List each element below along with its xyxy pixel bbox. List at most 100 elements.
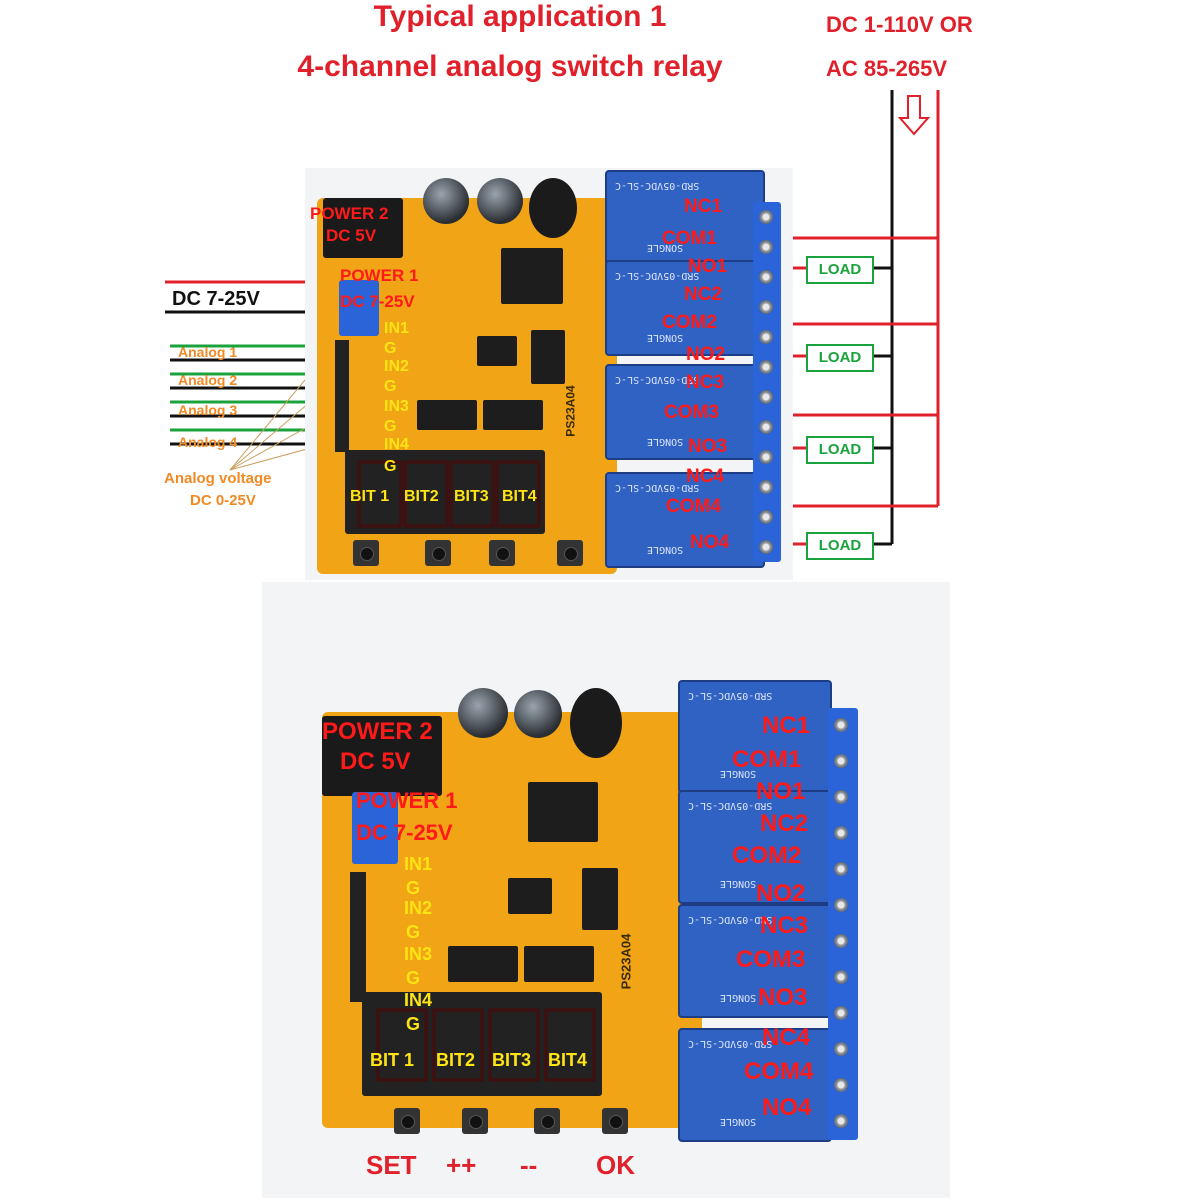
relay-3: SRD-05VDC-SL-C SONGLE [678,904,832,1018]
plus-button[interactable] [462,1108,488,1134]
bit-label: BIT2 [436,1050,476,1070]
supply-label-2: AC 85-265V [826,56,948,81]
terminal-label: NC1 [762,712,811,739]
terminal-label: NC3 [686,372,725,393]
plus-button[interactable] [425,540,451,566]
relay-brand: SONGLE [647,436,684,447]
power1-label: POWER 1 [340,266,419,285]
pin-label: IN2 [384,358,409,375]
ok-button[interactable] [602,1108,628,1134]
analog-label-4: Analog 4 [178,434,238,450]
set-button[interactable] [394,1108,420,1134]
power2-label: POWER 2 [310,204,389,223]
analog-label-3: Analog 3 [178,402,238,418]
power1-terminal [352,792,398,864]
minus-button[interactable] [534,1108,560,1134]
pin-label: IN3 [404,944,433,964]
input-header [335,340,349,452]
capacitor [477,178,523,224]
capacitor [423,178,469,224]
bit-label: BIT2 [404,488,439,505]
ic-chip [448,946,518,982]
terminal-label: COM2 [662,312,717,333]
relay-print: SRD-05VDC-SL-C [688,690,773,701]
terminal-label: NC1 [684,196,723,217]
relay-1: SRD-05VDC-SL-C SONGLE [678,680,832,794]
power1-voltage: DC 7-25V [356,820,453,845]
pin-label: IN4 [404,990,433,1010]
load-box-2: LOAD [806,344,874,372]
pin-label: IN4 [384,436,409,453]
bit-label: BIT 1 [370,1050,415,1070]
button-label-minus: -- [520,1150,538,1180]
top-board-photo: PS23A04 SRD-05VDC-SL-C SONGLE SRD-05VDC-… [305,168,793,580]
minus-button[interactable] [489,540,515,566]
title-line-1: Typical application 1 [373,0,667,33]
down-arrow-icon [897,95,931,136]
inductor [529,178,577,238]
power-jack [322,716,442,796]
bottom-board-photo: PS23A04 SRD-05VDC-SL-C SONGLE SRD-05VDC-… [262,582,950,1198]
regulator-chip [501,248,563,304]
terminal-label: COM1 [662,228,717,249]
terminal-label: COM2 [732,842,802,869]
power-jack [323,198,403,258]
power1-voltage: DC 7-25V [340,292,415,311]
set-button[interactable] [353,540,379,566]
terminal-label: COM4 [666,496,721,517]
pin-label: G [384,378,397,395]
power2-voltage: DC 5V [326,226,377,245]
pin-label: G [406,968,421,988]
terminal-label: NO2 [756,880,806,907]
board-model: PS23A04 [618,933,634,990]
terminal-label: NO2 [686,344,726,365]
analog-label-2: Analog 2 [178,372,238,388]
relay-4: SRD-05VDC-SL-C SONGLE [678,1028,832,1142]
terminal-label: COM3 [664,402,719,423]
analog-note-2: DC 0-25V [190,492,256,509]
pin-label: IN1 [404,854,433,874]
relay-1: SRD-05VDC-SL-C SONGLE [605,170,765,266]
bit-label: BIT4 [548,1050,588,1070]
terminal-label: NC4 [686,466,725,487]
terminal-label: NC3 [760,912,809,939]
terminal-label: COM3 [736,946,806,973]
ic-chip [531,330,565,384]
seven-segment-display [362,992,602,1096]
pin-label: G [406,922,421,942]
pin-label: G [406,878,421,898]
button-label-plus: ++ [446,1150,477,1180]
capacitor [458,688,508,738]
regulator-chip [528,782,598,842]
relay-brand: SONGLE [720,878,757,889]
load-box-3: LOAD [806,436,874,464]
terminal-label: NC4 [762,1024,811,1051]
ok-button[interactable] [557,540,583,566]
power2-voltage: DC 5V [340,748,411,775]
button-label-ok: OK [596,1150,635,1180]
title-line-2: 4-channel analog switch relay [297,50,723,83]
ic-chip [508,878,552,914]
relay-print: SRD-05VDC-SL-C [615,180,700,191]
bit-label: BIT3 [454,488,489,505]
bit-label: BIT 1 [350,488,390,505]
terminal-label: COM1 [732,746,802,773]
ic-chip [477,336,517,366]
analog-label-1: Analog 1 [178,344,238,360]
output-terminal-strip [828,708,858,1140]
relay-print: SRD-05VDC-SL-C [688,1038,773,1049]
capacitor [514,690,562,738]
ic-chip [582,868,618,930]
terminal-label: NO3 [758,984,808,1011]
pin-label: G [384,340,397,357]
relay-brand: SONGLE [720,992,757,1003]
ic-chip [483,400,543,430]
relay-4: SRD-05VDC-SL-C SONGLE [605,472,765,568]
terminal-label: NO3 [688,436,728,457]
pin-label: G [384,418,397,435]
dc-input-label: DC 7-25V [172,288,260,310]
pin-label: IN1 [384,320,409,337]
relay-brand: SONGLE [720,1116,757,1127]
bit-label: BIT4 [502,488,537,505]
board-model: PS23A04 [563,385,578,437]
